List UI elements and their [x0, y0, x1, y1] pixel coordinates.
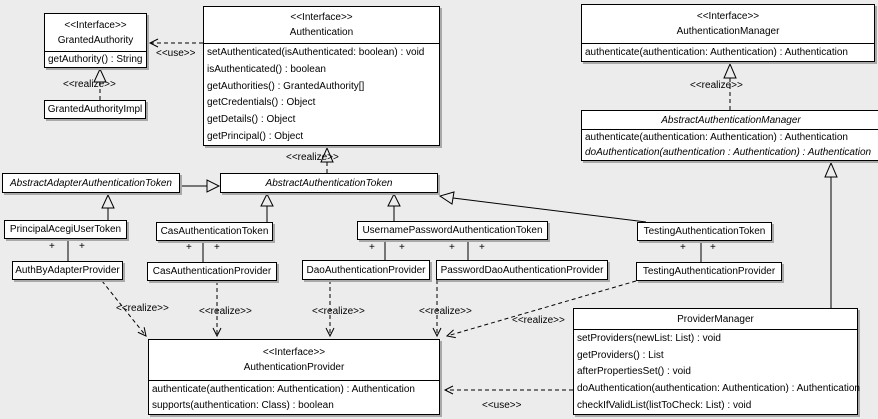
association-edges	[67, 239, 702, 262]
class-testing-authentication-provider[interactable]: TestingAuthenticationProvider	[636, 262, 782, 281]
method-label: setAuthenticated(isAuthenticated: boolea…	[207, 46, 425, 58]
class-name: AbstractAuthenticationManager	[661, 114, 801, 126]
class-principal-acegi-user-token[interactable]: PrincipalAcegiUserToken	[4, 220, 127, 239]
realize-label: <<realize>>	[286, 152, 339, 163]
class-abstract-adapter-authentication-token[interactable]: AbstractAdapterAuthenticationToken	[2, 173, 180, 193]
class-name: CasAuthenticationToken	[160, 226, 269, 237]
method-label: checkIfValidList(listToCheck: List) : vo…	[577, 400, 752, 412]
method-label: authenticate(authentication: Authenticat…	[152, 383, 415, 395]
realize-label: <<realize>>	[512, 315, 565, 326]
use-label: <<use>>	[156, 48, 196, 59]
method-label: authenticate(authentication: Authenticat…	[585, 132, 848, 143]
multiplicity-label: +	[79, 241, 85, 252]
class-name: AuthenticationManager	[676, 26, 780, 37]
class-name: AbstractAuthenticationToken	[265, 177, 393, 189]
class-name: GrantedAuthorityImpl	[47, 104, 143, 115]
class-auth-by-adapter-provider[interactable]: AuthByAdapterProvider	[12, 261, 123, 280]
class-name: PasswordDaoAuthenticationProvider	[440, 264, 604, 276]
class-name: GrantedAuthority	[57, 34, 134, 46]
multiplicity-label: +	[186, 242, 192, 253]
method-label: getAuthorities() : GrantedAuthority[]	[207, 80, 365, 92]
class-granted-authority-impl[interactable]: GrantedAuthorityImpl	[44, 100, 146, 119]
multiplicity-label: +	[710, 242, 716, 253]
class-cas-authentication-provider[interactable]: CasAuthenticationProvider	[147, 262, 277, 281]
stereotype-label: <<Interface>>	[290, 12, 353, 23]
multiplicity-label: +	[399, 242, 405, 253]
class-abstract-authentication-manager[interactable]: AbstractAuthenticationManager authentica…	[581, 110, 878, 161]
method-label: getCredentials() : Object	[207, 97, 316, 109]
class-name: AbstractAdapterAuthenticationToken	[10, 177, 172, 189]
class-name: AuthByAdapterProvider	[15, 265, 120, 276]
realize-label: <<realize>>	[312, 306, 365, 317]
multiplicity-label: +	[449, 242, 455, 253]
method-label: setProviders(newList: List) : void	[577, 332, 721, 344]
class-abstract-authentication-token[interactable]: AbstractAuthenticationToken	[220, 173, 438, 193]
class-authentication-provider[interactable]: <<Interface>> AuthenticationProvider aut…	[148, 339, 440, 415]
method-label: getProviders() : List	[577, 349, 664, 361]
class-name: AuthenticationProvider	[243, 362, 345, 373]
realize-label: <<realize>>	[690, 80, 743, 91]
multiplicity-label: +	[214, 242, 220, 253]
method-label: getPrincipal() : Object	[207, 131, 304, 143]
class-testing-authentication-token[interactable]: TestingAuthenticationToken	[637, 222, 772, 241]
multiplicity-label: +	[680, 242, 686, 253]
class-name: DaoAuthenticationProvider	[306, 264, 426, 276]
stereotype-label: <<Interface>>	[262, 347, 326, 358]
use-label: <<use>>	[482, 400, 522, 411]
realize-label: <<realize>>	[116, 303, 169, 314]
class-name: TestingAuthenticationToken	[643, 226, 766, 237]
method-label: isAuthenticated() : boolean	[207, 63, 326, 75]
realize-label: <<realize>>	[63, 79, 116, 90]
method-label: getDetails() : Object	[207, 114, 296, 126]
method-label: doAuthentication(authentication: Authent…	[577, 383, 860, 395]
class-name: PrincipalAcegiUserToken	[9, 224, 122, 235]
class-name: UsernamePasswordAuthenticationToken	[362, 225, 543, 236]
class-granted-authority[interactable]: <<Interface>> GrantedAuthority getAuthor…	[44, 13, 147, 68]
method-label: afterPropertiesSet() : void	[577, 366, 691, 378]
class-authentication-manager[interactable]: <<Interface>> AuthenticationManager auth…	[581, 4, 875, 62]
stereotype-label: <<Interface>>	[696, 11, 760, 22]
stereotype-label: <<Interface>>	[64, 19, 127, 31]
class-cas-authentication-token[interactable]: CasAuthenticationToken	[156, 222, 273, 241]
class-name: CasAuthenticationProvider	[152, 266, 272, 277]
multiplicity-label: +	[49, 241, 55, 252]
multiplicity-label: +	[369, 242, 375, 253]
class-name: TestingAuthenticationProvider	[642, 266, 776, 277]
multiplicity-label: +	[479, 242, 485, 253]
realize-label: <<realize>>	[199, 306, 252, 317]
method-label: supports(authentication: Class) : boolea…	[152, 400, 334, 412]
class-password-dao-authentication-provider[interactable]: PasswordDaoAuthenticationProvider	[436, 260, 608, 280]
class-name: ProviderManager	[677, 313, 754, 325]
class-username-password-authentication-token[interactable]: UsernamePasswordAuthenticationToken	[357, 221, 548, 240]
method-label: doAuthentication(authentication : Authen…	[585, 147, 872, 158]
class-authentication[interactable]: <<Interface>> Authentication setAuthenti…	[203, 6, 440, 146]
method-label: getAuthority() : String	[48, 54, 143, 65]
class-provider-manager[interactable]: ProviderManager setProviders(newList: Li…	[573, 308, 860, 415]
realize-label: <<realize>>	[419, 306, 472, 317]
method-label: authenticate(authentication: Authenticat…	[585, 47, 848, 58]
class-dao-authentication-provider[interactable]: DaoAuthenticationProvider	[302, 260, 430, 280]
class-name: Authentication	[289, 27, 354, 38]
